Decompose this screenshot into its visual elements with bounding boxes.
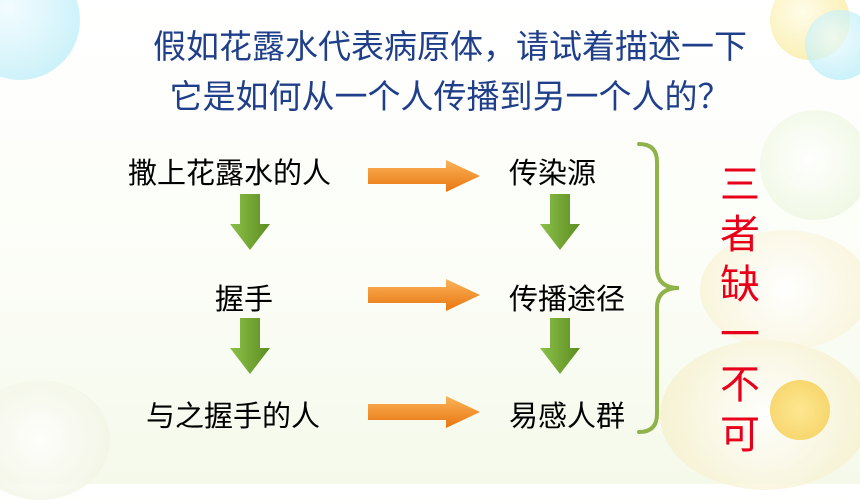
node-person-with-toilet-water: 撒上花露水的人 bbox=[128, 156, 332, 190]
curly-brace-icon bbox=[637, 142, 680, 434]
decor-flower-center bbox=[770, 380, 830, 440]
arrow-down-icon bbox=[230, 318, 270, 374]
node-transmission-route: 传播途径 bbox=[509, 282, 626, 316]
side-note-char: 者 bbox=[720, 212, 760, 258]
arrow-right-icon bbox=[368, 396, 480, 428]
decor-bubble-cyan bbox=[0, 0, 80, 80]
page-title: 假如花露水代表病原体，请试着描述一下 它是如何从一个人传播到另一个人的？ bbox=[80, 22, 820, 122]
decor-flower-petal-3 bbox=[0, 380, 110, 500]
decor-flower-petal-1 bbox=[700, 230, 860, 350]
title-line-2: 它是如何从一个人传播到另一个人的？ bbox=[169, 77, 731, 116]
arrow-right-icon bbox=[368, 279, 480, 311]
side-note-char: 缺 bbox=[720, 262, 760, 308]
node-susceptible-population: 易感人群 bbox=[509, 399, 626, 433]
arrow-down-icon bbox=[230, 194, 270, 250]
side-note-char: 一 bbox=[720, 312, 760, 358]
title-line-1: 假如花露水代表病原体，请试着描述一下 bbox=[153, 27, 747, 66]
decor-bubble-white bbox=[760, 110, 860, 220]
node-person-shaking-hands: 与之握手的人 bbox=[146, 399, 321, 433]
decor-bubble-blue bbox=[805, 10, 860, 80]
arrow-right-icon bbox=[368, 160, 480, 192]
side-note-char: 不 bbox=[720, 362, 760, 408]
side-note-char: 三 bbox=[720, 162, 760, 208]
arrow-down-icon bbox=[540, 318, 580, 374]
side-note: 三 者 缺 一 不 可 bbox=[714, 160, 766, 460]
node-infection-source: 传染源 bbox=[509, 156, 597, 190]
side-note-char: 可 bbox=[720, 412, 760, 458]
arrow-down-icon bbox=[540, 194, 580, 250]
node-handshake: 握手 bbox=[215, 282, 274, 316]
